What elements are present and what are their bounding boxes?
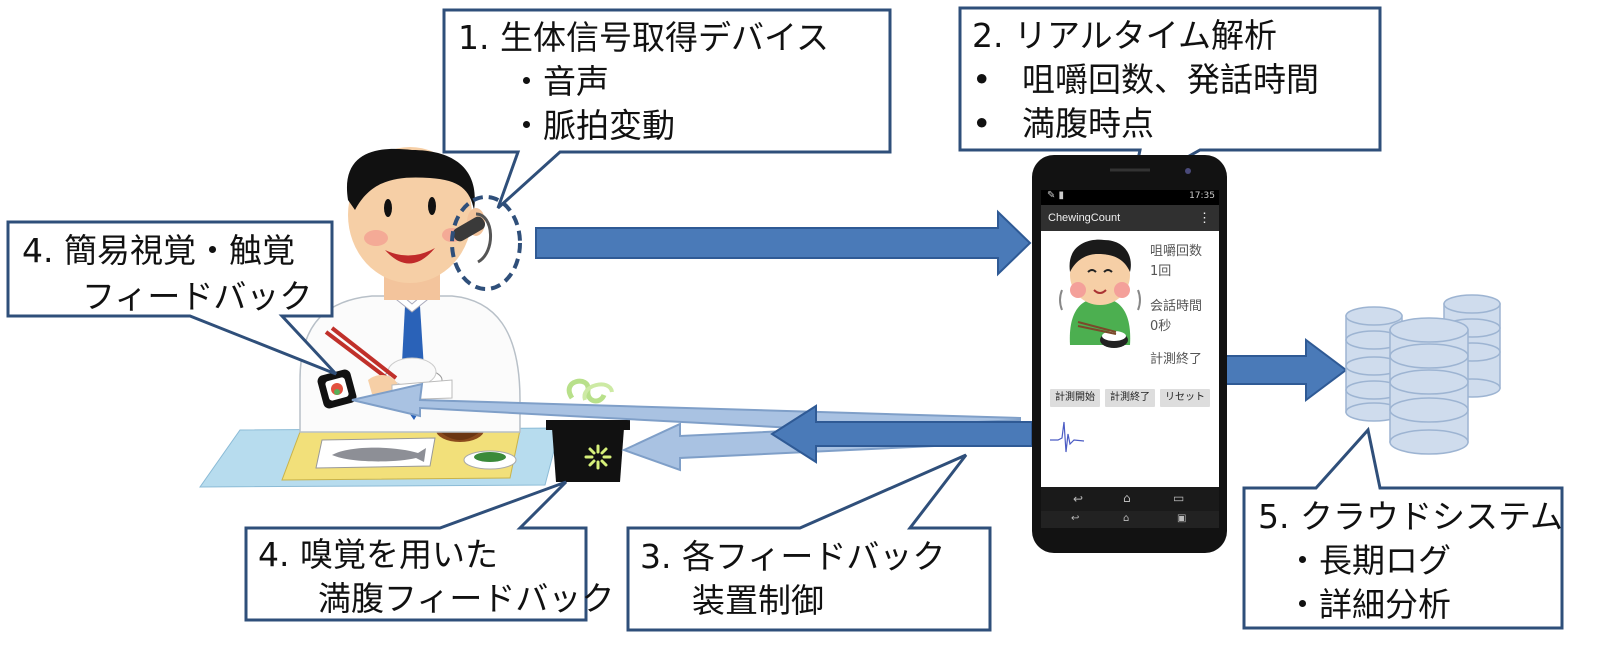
realtime-item-chew-talk: 咀嚼回数、発話時間 bbox=[1022, 60, 1319, 99]
control-line-1: 3. 各フィードバック bbox=[640, 537, 946, 576]
measure-state: 計測終了 bbox=[1150, 352, 1203, 367]
callout-bio: 1. 生体信号取得デバイス ・音声 ・脈拍変動 bbox=[458, 16, 829, 148]
realtime-title: 2. リアルタイム解析 bbox=[972, 16, 1277, 55]
cloud-item-log: ・長期ログ bbox=[1286, 541, 1451, 580]
database-icon bbox=[1345, 294, 1501, 455]
talk-time-label: 会話時間 bbox=[1150, 299, 1203, 314]
visual-line-2: フィードバック bbox=[82, 277, 313, 316]
home-icon[interactable]: ⌂ bbox=[1123, 491, 1131, 505]
dining-table bbox=[199, 418, 561, 488]
bullet: • bbox=[972, 104, 992, 143]
app-bar: ChewingCount ⋮ bbox=[1041, 205, 1219, 231]
callout-control-shape bbox=[626, 453, 992, 632]
back-icon[interactable]: ↩ bbox=[1073, 492, 1084, 506]
nav-bar: ↩ ⌂ ▭ bbox=[1041, 487, 1219, 511]
start-measure-button[interactable]: 計測開始 bbox=[1050, 389, 1100, 407]
bio-title: 1. 生体信号取得デバイス bbox=[458, 18, 829, 57]
cloud-item-analysis: ・詳細分析 bbox=[1286, 585, 1451, 624]
status-time: 17:35 bbox=[1189, 191, 1215, 201]
callout-cloud-shape bbox=[1242, 426, 1564, 630]
talk-time-value: 0秒 bbox=[1150, 319, 1172, 334]
realtime-item-satiety: 満腹時点 bbox=[1022, 104, 1154, 143]
hw-home-icon[interactable]: ⌂ bbox=[1123, 513, 1130, 524]
overflow-menu-icon[interactable]: ⋮ bbox=[1198, 210, 1211, 225]
smell-line-2: 満腹フィードバック bbox=[318, 579, 615, 618]
bio-item-voice: ・音声 bbox=[510, 62, 609, 101]
aroma-diffuser-icon bbox=[546, 378, 630, 482]
bullet: • bbox=[972, 60, 992, 99]
hardware-nav-bar: ↩ ⌂ ▣ bbox=[1041, 511, 1219, 528]
chew-count-value: 1回 bbox=[1150, 264, 1172, 279]
visual-line-1: 4. 簡易視覚・触覚 bbox=[22, 231, 295, 270]
control-line-2: 装置制御 bbox=[692, 581, 824, 620]
callout-smell-feedback: 4. 嗅覚を用いた 満腹フィードバック bbox=[258, 533, 614, 621]
stop-measure-button[interactable]: 計測終了 bbox=[1105, 389, 1155, 407]
cloud-title: 5. クラウドシステム bbox=[1258, 497, 1563, 536]
arrow-device-to-phone bbox=[535, 209, 1032, 277]
app-title: ChewingCount bbox=[1048, 212, 1121, 224]
callout-realtime: 2. リアルタイム解析 • 咀嚼回数、発話時間 • 満腹時点 bbox=[972, 14, 1319, 146]
hw-back-icon[interactable]: ↩ bbox=[1071, 513, 1080, 524]
callout-bio-shape bbox=[442, 8, 892, 210]
arrow-phone-control bbox=[770, 404, 1033, 464]
recent-apps-icon[interactable]: ▭ bbox=[1173, 491, 1185, 505]
callout-visual-shape bbox=[6, 220, 338, 376]
earpiece-device-icon bbox=[452, 212, 492, 264]
smell-line-1: 4. 嗅覚を用いた bbox=[258, 535, 498, 574]
reset-button[interactable]: リセット bbox=[1160, 389, 1210, 407]
settings-icon: ✎ ▮ bbox=[1047, 190, 1065, 201]
hw-menu-icon[interactable]: ▣ bbox=[1177, 513, 1187, 524]
callout-smell-shape bbox=[244, 480, 588, 622]
callout-device-control: 3. 各フィードバック 装置制御 bbox=[640, 535, 945, 623]
status-bar: ✎ ▮ 17:35 bbox=[1041, 190, 1219, 204]
callout-cloud: 5. クラウドシステム ・長期ログ ・詳細分析 bbox=[1258, 495, 1563, 627]
smartwatch-icon bbox=[317, 369, 357, 409]
device-highlight-circle bbox=[450, 195, 522, 291]
arrow-phone-to-cloud bbox=[1223, 338, 1348, 402]
callout-visual-feedback: 4. 簡易視覚・触覚 フィードバック bbox=[22, 228, 312, 320]
bio-item-pulse: ・脈拍変動 bbox=[510, 106, 675, 145]
chew-count-label: 咀嚼回数 bbox=[1150, 244, 1203, 259]
